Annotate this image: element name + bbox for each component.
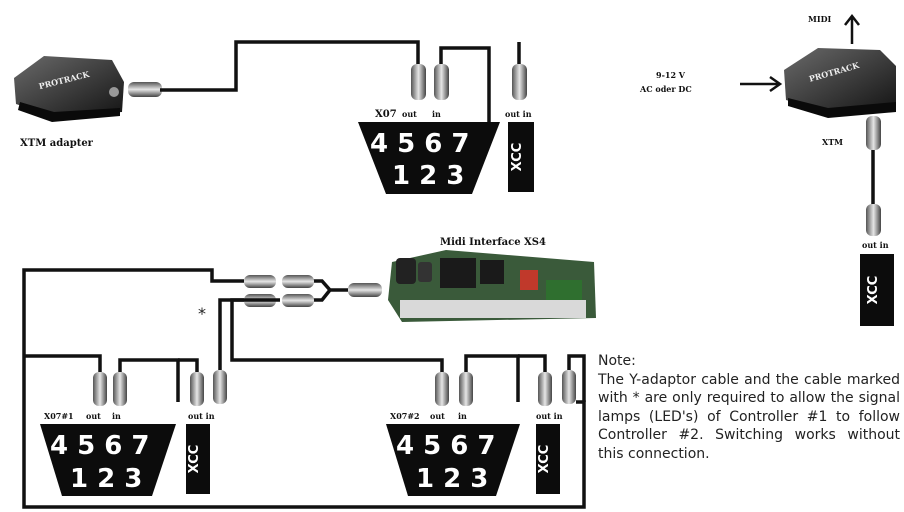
x07-label: X07 [375, 109, 397, 120]
power-label: 9-12 V [656, 70, 686, 80]
y-cable-plug [348, 283, 382, 297]
midi-interface-board [388, 250, 596, 322]
xcc-2-out-plug [538, 372, 552, 406]
x07-2-panel: 4 5 6 7 1 2 3 [386, 424, 520, 496]
note-title: Note: [598, 353, 636, 369]
x07-panel-bottom-digits: 1 2 3 [392, 161, 464, 191]
power-arrow-icon [740, 75, 783, 93]
svg-text:XCC: XCC [187, 445, 202, 474]
xcc-top-panel: XCC [508, 122, 534, 192]
xtm-device: PROTRACK [784, 48, 896, 118]
x07-1-panel: 4 5 6 7 1 2 3 [40, 424, 176, 496]
x07-out-label: out [402, 109, 417, 119]
xcc-1-panel: XCC [186, 424, 210, 494]
note-body: The Y-adaptor cable and the cable marked… [598, 371, 900, 462]
x07-2-out-plug [435, 372, 449, 406]
svg-text:XCC: XCC [537, 445, 552, 474]
x07-in-label: in [432, 109, 441, 119]
y-cable [312, 279, 348, 302]
x07-2-out-label: out [430, 411, 445, 421]
midi-interface-label: Midi Interface XS4 [440, 237, 546, 248]
xcc-2-outin-label: out in [536, 411, 563, 421]
x07-1-in-label: in [112, 411, 121, 421]
x07-out-plug [411, 64, 426, 100]
xcc-right-outin-label: out in [862, 240, 889, 250]
xcc-top-outin-label: out in [505, 109, 532, 119]
y-cable-branch-1-plug [282, 275, 314, 288]
xcc-top-plug [512, 64, 527, 100]
xcc-1-out-plug [190, 372, 204, 406]
x07-1-link-plug-a [244, 275, 276, 288]
x07-panel-top-digits: 4 5 6 7 [370, 129, 470, 159]
xcc-right-plug [866, 204, 881, 236]
svg-text:4 5 6 7: 4 5 6 7 [396, 431, 496, 461]
x07-2-in-label: in [458, 411, 467, 421]
xcc-2-in-plug [562, 370, 576, 404]
x07-1-out-plug [93, 372, 107, 406]
x07-1-label: X07#1 [44, 411, 74, 421]
midi-label: MIDI [808, 14, 832, 24]
svg-text:1 2 3: 1 2 3 [70, 464, 142, 494]
svg-text:XCC: XCC [866, 276, 881, 305]
note-box: Note: The Y-adaptor cable and the cable … [598, 352, 900, 464]
svg-text:1 2 3: 1 2 3 [416, 464, 488, 494]
midi-arrow-icon [844, 13, 860, 44]
svg-text:4 5 6 7: 4 5 6 7 [50, 431, 150, 461]
xtm-label: XTM [822, 137, 843, 147]
cable-marker-asterisk: * [198, 304, 206, 323]
xcc-2-panel: XCC [536, 424, 560, 494]
x07-1-in-plug [113, 372, 127, 406]
xcc-right-panel: XCC [860, 254, 894, 326]
x07-in-plug [434, 64, 449, 100]
xtm-plug [866, 116, 881, 150]
xtm-adapter-label: XTM adapter [20, 138, 94, 149]
x07-2-in-plug [459, 372, 473, 406]
x07-1-out-label: out [86, 411, 101, 421]
x07-2-label: X07#2 [390, 411, 420, 421]
cable-xtm-to-x07 [160, 40, 420, 92]
xcc-1-in-plug [213, 370, 227, 404]
power-label-2: AC oder DC [639, 84, 692, 94]
xtm-adapter-plug [128, 82, 162, 97]
y-cable-branch-2-plug [282, 294, 314, 307]
xtm-adapter-device: PROTRACK [14, 56, 124, 122]
x07-panel: 4 5 6 7 1 2 3 [358, 122, 500, 194]
xcc-1-outin-label: out in [188, 411, 215, 421]
svg-text:XCC: XCC [510, 143, 525, 172]
